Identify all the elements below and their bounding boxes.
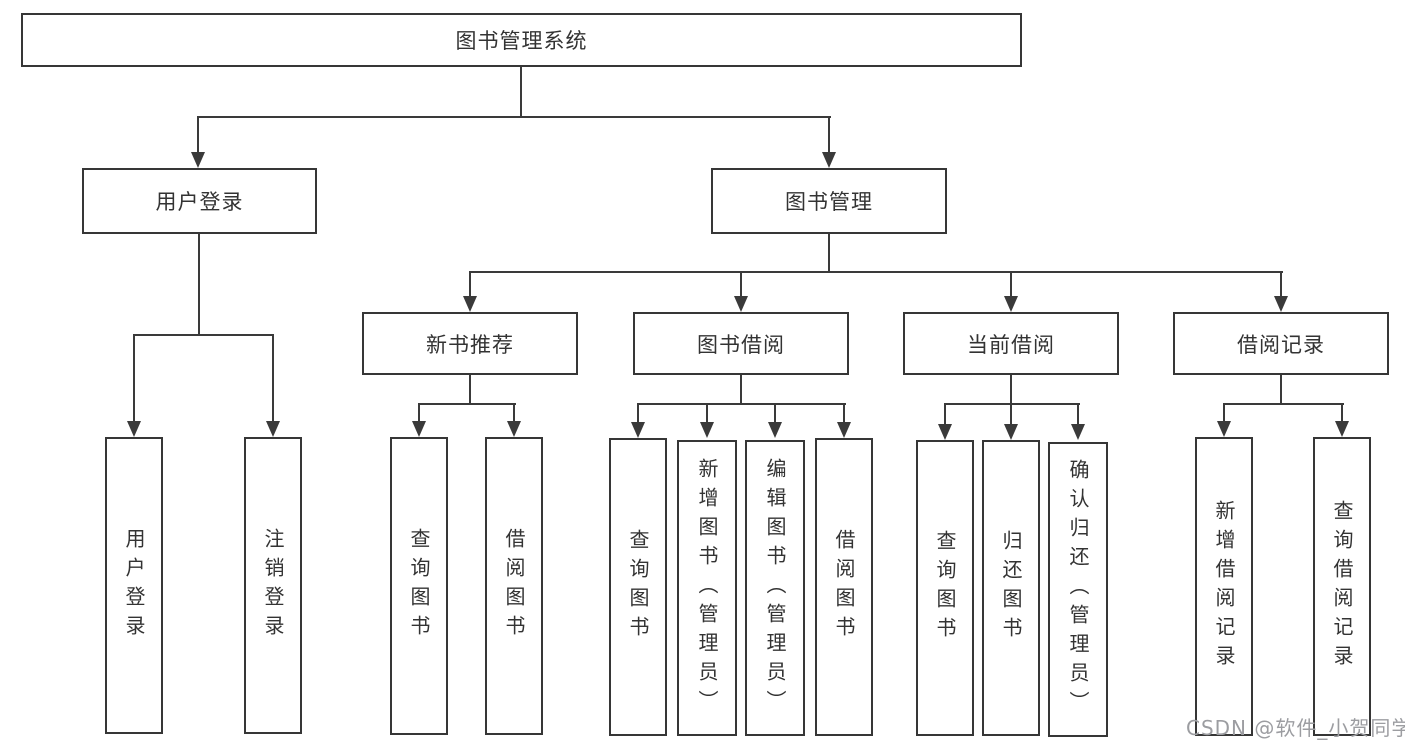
node-leaf-return-books: 归还图书 (982, 440, 1040, 736)
node-leaf-user-login: 用户登录 (105, 437, 163, 734)
connector-line (520, 67, 522, 118)
connector-line (418, 403, 420, 423)
node-leaf-add-books-admin: 新增图书（管理员） (677, 440, 737, 736)
connector-line (272, 334, 274, 422)
connector-line (469, 374, 471, 405)
connector-line (637, 403, 846, 405)
node-leaf-edit-books-admin: 编辑图书（管理员） (745, 440, 805, 736)
node-leaf-add-borrow-record: 新增借阅记录 (1195, 437, 1253, 736)
arrow-down-icon (1004, 424, 1018, 440)
arrow-down-icon (507, 421, 521, 437)
connector-line (469, 271, 471, 297)
arrow-down-icon (266, 421, 280, 437)
node-book-borrow: 图书借阅 (633, 312, 849, 375)
node-new-book-recommend: 新书推荐 (362, 312, 578, 375)
connector-line (1223, 403, 1344, 405)
node-leaf-confirm-return-admin: 确认归还（管理员） (1048, 442, 1108, 737)
connector-line (513, 403, 515, 423)
connector-line (706, 403, 708, 424)
connector-line (828, 116, 830, 154)
watermark: CSDN @软件_小贺同学 (1186, 716, 1405, 740)
connector-line (944, 403, 946, 426)
node-leaf-query-books-2: 查询图书 (609, 438, 667, 736)
connector-line (1341, 403, 1343, 423)
connector-line (197, 116, 199, 154)
connector-line (418, 403, 516, 405)
connector-line (133, 334, 135, 422)
arrow-down-icon (822, 152, 836, 168)
node-root: 图书管理系统 (21, 13, 1022, 67)
node-leaf-borrow-books-2: 借阅图书 (815, 438, 873, 736)
connector-line (1223, 403, 1225, 423)
node-book-management: 图书管理 (711, 168, 947, 234)
connector-line (1010, 374, 1012, 405)
connector-line (1280, 271, 1282, 297)
connector-line (198, 233, 200, 336)
connector-line (843, 403, 845, 424)
connector-line (774, 403, 776, 424)
arrow-down-icon (734, 296, 748, 312)
connector-line (1280, 374, 1282, 405)
connector-line (944, 403, 1080, 405)
arrow-down-icon (191, 152, 205, 168)
arrow-down-icon (1004, 296, 1018, 312)
arrow-down-icon (837, 422, 851, 438)
arrow-down-icon (1274, 296, 1288, 312)
arrow-down-icon (938, 424, 952, 440)
node-leaf-query-borrow-record: 查询借阅记录 (1313, 437, 1371, 736)
node-leaf-logout: 注销登录 (244, 437, 302, 734)
connector-line (828, 233, 830, 273)
connector-line (1010, 271, 1012, 297)
connector-line (133, 334, 274, 336)
connector-line (469, 271, 1283, 273)
connector-line (740, 374, 742, 405)
node-user-login: 用户登录 (82, 168, 317, 234)
arrow-down-icon (1335, 421, 1349, 437)
arrow-down-icon (463, 296, 477, 312)
arrow-down-icon (768, 422, 782, 438)
connector-line (740, 271, 742, 297)
arrow-down-icon (631, 422, 645, 438)
node-leaf-query-books-3: 查询图书 (916, 440, 974, 736)
connector-line (637, 403, 639, 424)
arrow-down-icon (1071, 424, 1085, 440)
arrow-down-icon (1217, 421, 1231, 437)
arrow-down-icon (127, 421, 141, 437)
connector-line (1010, 403, 1012, 426)
connector-line (197, 116, 831, 118)
arrow-down-icon (412, 421, 426, 437)
arrow-down-icon (700, 422, 714, 438)
node-leaf-query-books-1: 查询图书 (390, 437, 448, 735)
node-leaf-borrow-books-1: 借阅图书 (485, 437, 543, 735)
node-current-borrow: 当前借阅 (903, 312, 1119, 375)
node-borrow-records: 借阅记录 (1173, 312, 1389, 375)
connector-line (1077, 403, 1079, 426)
